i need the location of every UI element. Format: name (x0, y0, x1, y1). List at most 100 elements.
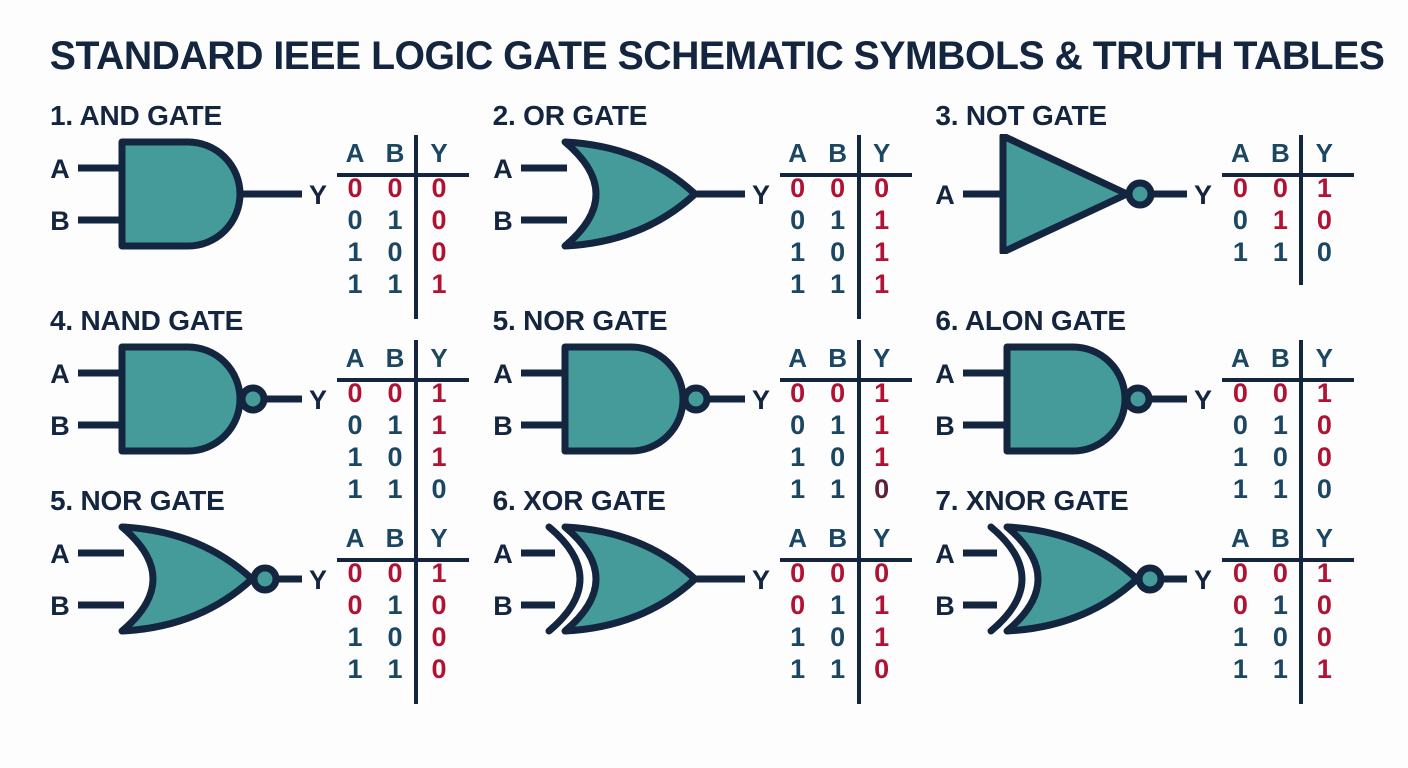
input-label-a: A (493, 359, 513, 389)
truth-cell-a: 1 (347, 442, 363, 472)
truth-cell-a: 0 (347, 410, 363, 440)
input-label-a: A (50, 154, 70, 184)
truth-cell-y: 1 (874, 410, 890, 440)
gate-body (118, 138, 244, 250)
truth-cell-a: 0 (790, 173, 806, 203)
truth-cell-a: 0 (1232, 378, 1248, 408)
truth-cell-y: 0 (431, 205, 447, 235)
truth-cell-y: 0 (1316, 590, 1332, 620)
gate-symbol-or: ABY (50, 523, 327, 635)
gate-symbol-xor: ABY (493, 523, 770, 635)
truth-cell-y: 0 (874, 558, 890, 588)
gate-heading: 4. NAND GATE (50, 305, 244, 336)
truth-cell-y: 0 (1316, 237, 1332, 267)
truth-cell-y: 1 (874, 205, 890, 235)
truth-cell-b: 1 (830, 205, 846, 235)
truth-cell-b: 0 (830, 442, 846, 472)
input-label-b: B (936, 591, 956, 621)
inversion-bubble-icon (238, 384, 268, 414)
input-label-b: B (50, 591, 70, 621)
truth-cell-y: 0 (431, 622, 447, 652)
truth-cell-a: 0 (790, 205, 806, 235)
output-label: Y (1194, 180, 1212, 210)
truth-cell-a: 1 (347, 654, 363, 684)
truth-cell-a: 1 (1232, 622, 1248, 652)
truth-cell-a: 1 (347, 237, 363, 267)
col-header-a: A (788, 523, 808, 553)
truth-cell-y: 1 (874, 622, 890, 652)
truth-cell-a: 1 (790, 442, 806, 472)
col-header-b: B (385, 343, 405, 373)
truth-cell-y: 0 (874, 474, 890, 504)
col-header-a: A (788, 343, 808, 373)
inversion-bubble-icon (681, 384, 711, 414)
truth-cell-y: 1 (1316, 558, 1332, 588)
input-label-b: B (50, 206, 70, 236)
truth-cell-y: 0 (431, 654, 447, 684)
input-label-a: A (936, 359, 956, 389)
truth-cell-a: 0 (347, 558, 363, 588)
inversion-bubble-icon (1125, 179, 1155, 209)
input-label-a: A (936, 539, 956, 569)
table-header-rule (1222, 558, 1355, 562)
gate-body (561, 523, 699, 635)
table-column-divider (1299, 520, 1304, 704)
col-header-a: A (345, 343, 365, 373)
col-header-y: Y (872, 343, 891, 373)
gate-symbol-and: ABY (50, 343, 327, 455)
input-label-a: A (493, 539, 513, 569)
truth-cell-y: 1 (431, 378, 447, 408)
gate-heading: 3. NOT GATE (935, 100, 1107, 131)
truth-cell-b: 1 (1272, 654, 1288, 684)
table-column-divider (414, 520, 418, 704)
truth-cell-b: 0 (1272, 173, 1288, 203)
table-header-rule (779, 378, 912, 382)
truth-cell-a: 1 (790, 622, 806, 652)
gate-body (118, 523, 256, 635)
col-header-a: A (345, 523, 365, 553)
table-column-divider (1299, 340, 1304, 524)
truth-cell-a: 0 (1232, 590, 1248, 620)
truth-cell-b: 1 (387, 205, 403, 235)
truth-cell-b: 1 (1272, 590, 1288, 620)
truth-cell-y: 1 (874, 442, 890, 472)
truth-cell-a: 1 (347, 474, 363, 504)
col-header-a: A (1230, 343, 1250, 373)
truth-cell-b: 1 (387, 474, 403, 504)
table-header-rule (337, 173, 469, 177)
input-label-b: B (50, 411, 70, 441)
table-header-rule (779, 558, 912, 562)
output-label: Y (752, 385, 770, 415)
truth-cell-y: 0 (431, 474, 447, 504)
truth-cell-a: 0 (1232, 173, 1248, 203)
col-header-a: A (1230, 138, 1250, 168)
truth-cell-y: 1 (874, 237, 890, 267)
output-label: Y (309, 565, 327, 595)
inversion-bubble-icon (1135, 564, 1165, 594)
truth-cell-a: 0 (790, 410, 806, 440)
input-label-a: A (936, 180, 956, 210)
gate-heading: 1. AND GATE (50, 100, 223, 131)
truth-cell-a: 1 (1232, 474, 1248, 504)
page-title: STANDARD IEEE LOGIC GATE SCHEMATIC SYMBO… (49, 34, 1385, 78)
gate-heading: 5. NOR GATE (50, 485, 225, 516)
truth-cell-a: 0 (790, 558, 806, 588)
col-header-y: Y (1315, 138, 1333, 168)
truth-cell-b: 0 (387, 237, 403, 267)
